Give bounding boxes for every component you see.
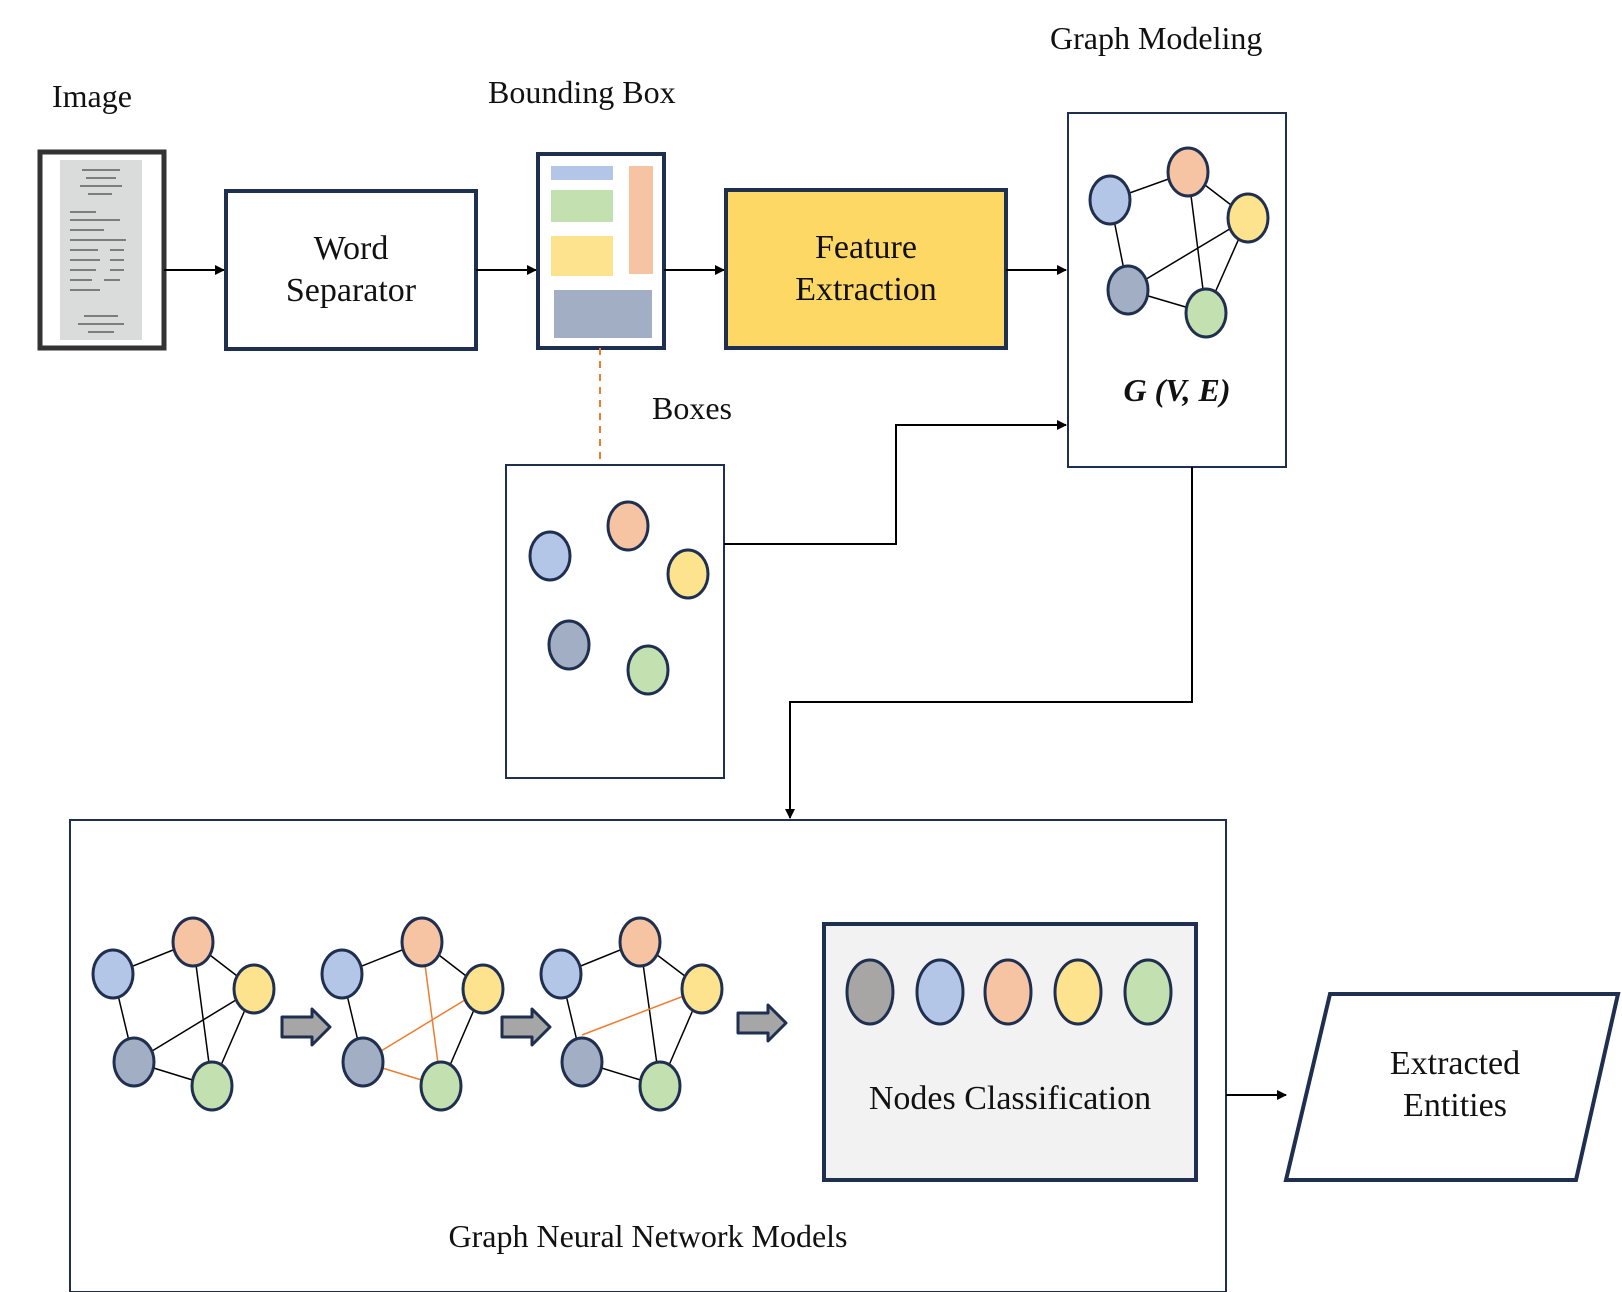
gnn-models-label: Graph Neural Network Models [448, 1218, 848, 1254]
extracted-entities-text: Extracted Entities [1330, 1030, 1580, 1140]
arrow-graph-to-gnn [785, 467, 1193, 819]
extracted-entities-line-1: Extracted [1389, 1044, 1521, 1082]
word-separator-box [224, 189, 478, 351]
extracted-entities-line-2: Entities [1403, 1087, 1507, 1124]
extracted-entities-shape [1283, 992, 1621, 1182]
graph-modeling-nodes [1088, 146, 1270, 339]
bounding-box-document [536, 152, 666, 350]
step-arrow-icon [500, 1007, 552, 1047]
gnn-graph-3-nodes [539, 916, 724, 1112]
word-separator-text: Word Separator [226, 191, 476, 349]
gnn-graph-2-nodes [320, 916, 505, 1112]
word-separator-line-2: Separator [285, 272, 417, 309]
graph-formula-label: G (V, E) [1123, 372, 1231, 408]
boxes-nodes [528, 500, 710, 696]
step-arrow-icon [280, 1007, 332, 1047]
gnn-graph-1-nodes [91, 916, 276, 1112]
word-separator-line-1: Word [313, 229, 389, 267]
feature-extraction-text: Feature Extraction [726, 190, 1006, 348]
arrow-boxes-to-graph [724, 420, 1067, 545]
feature-extraction-box [724, 188, 1008, 350]
image-label: Image [52, 78, 132, 114]
classified-nodes [845, 958, 1173, 1026]
boxes-label: Boxes [652, 390, 732, 426]
step-arrow-icon [736, 1003, 788, 1043]
receipt-image [37, 149, 167, 351]
feature-extraction-line-1: Feature [815, 228, 917, 266]
feature-extraction-line-2: Extraction [795, 271, 937, 308]
graph-modeling-label: Graph Modeling [1050, 20, 1263, 56]
nodes-classification-label: Nodes Classification [868, 1080, 1152, 1117]
bounding-box-label: Bounding Box [488, 74, 676, 110]
